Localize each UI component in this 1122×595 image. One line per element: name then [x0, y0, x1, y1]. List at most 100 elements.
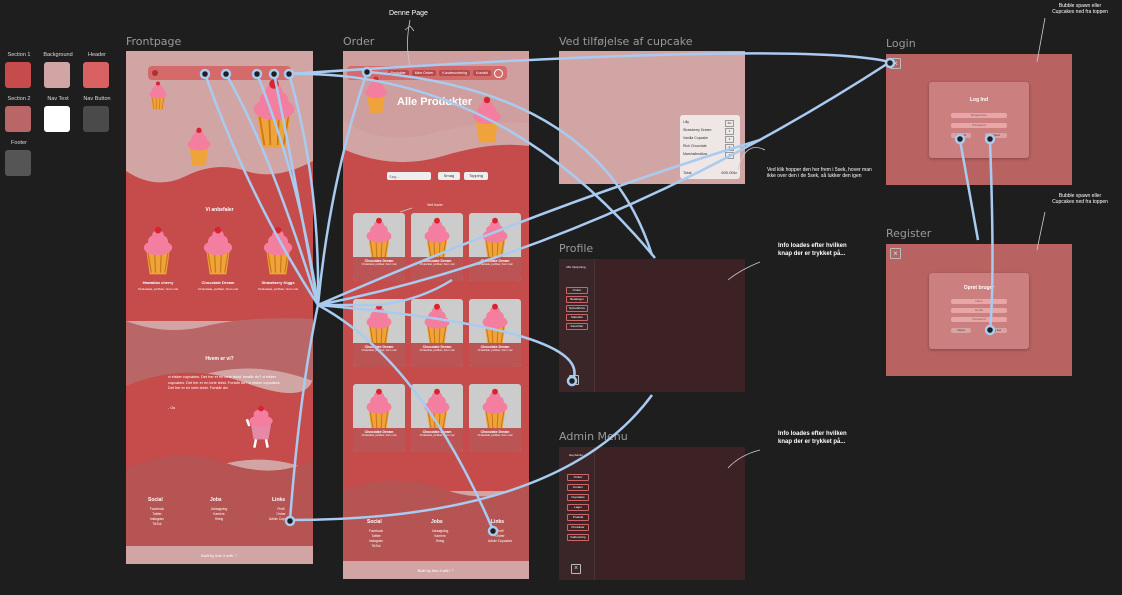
- denne-page-label: Denne Page: [389, 10, 428, 17]
- footer-link[interactable]: Twitter: [152, 512, 162, 516]
- cart-item-qty[interactable]: 4/x: [725, 119, 734, 127]
- smag-filter[interactable]: Smag: [438, 172, 460, 180]
- order-heading: Alle Produkter: [397, 96, 473, 108]
- product-desc: Chokolade, jordbær, honn mel: [419, 349, 455, 352]
- footer-link[interactable]: Hiring: [435, 539, 445, 543]
- topping-filter[interactable]: Topping: [464, 172, 488, 180]
- cupcake-icon: [140, 226, 176, 281]
- admin-menu-item[interactable]: Ordrer: [567, 474, 589, 481]
- footer-link[interactable]: Karriere: [213, 512, 225, 516]
- recommend-desc: Chokolade, jordbær, honn mel: [137, 287, 179, 291]
- search-input[interactable]: [387, 172, 431, 180]
- cupcake-icon: [260, 226, 296, 281]
- footer-link[interactable]: TikTok: [152, 522, 162, 526]
- goto-login-button[interactable]: Log ind: [985, 328, 1007, 333]
- footer-link[interactable]: Twitter: [371, 534, 381, 538]
- footer-heading: Links: [272, 497, 286, 503]
- password-field[interactable]: Password: [951, 123, 1007, 128]
- admin-menu-item[interactable]: Produkt: [567, 514, 589, 521]
- admin-menu-item[interactable]: Fakturering: [567, 534, 589, 541]
- name-field[interactable]: Navn: [951, 299, 1007, 304]
- footer-link[interactable]: Jobsøgning: [210, 507, 228, 511]
- swatch-label: Background: [43, 52, 73, 58]
- color-swatch: [5, 62, 31, 88]
- color-swatch: [44, 106, 70, 132]
- color-swatch: [83, 62, 109, 88]
- nav-kundevurdering[interactable]: Kundevurdering: [439, 70, 471, 76]
- admin-menu-item[interactable]: Kunder: [567, 484, 589, 491]
- admin-menu-item[interactable]: Produkter: [567, 524, 589, 531]
- cupcake-icon: [200, 226, 236, 281]
- footer-link[interactable]: Profil: [496, 529, 504, 533]
- login-anim-note: Bubble spawn eller Cupcakes ned fra topp…: [1052, 3, 1108, 15]
- footer-link[interactable]: Admin Cupcakes: [487, 539, 513, 543]
- profile-icon[interactable]: [494, 68, 503, 78]
- swatch-label: Section 2: [7, 96, 31, 102]
- cart-item-name: Vanilla Cupcake: [683, 136, 709, 140]
- profile-menu-item[interactable]: Favoritter: [566, 323, 588, 330]
- footer-link[interactable]: Karriere: [434, 534, 446, 538]
- footer-link[interactable]: Ordrer: [276, 512, 286, 516]
- logo-icon: [152, 70, 158, 76]
- close-icon[interactable]: ×: [890, 58, 901, 69]
- profile-menu-item[interactable]: Nyhedsbrev: [566, 305, 588, 312]
- footer-link[interactable]: Facebook: [369, 529, 383, 533]
- cart-item-qty[interactable]: 1: [725, 127, 734, 135]
- cart-total-value: 600.00kr: [721, 170, 737, 175]
- cart-item-qty[interactable]: 3: [725, 151, 734, 159]
- footer-link[interactable]: Instagram: [368, 539, 384, 543]
- close-icon[interactable]: ×: [571, 564, 581, 574]
- profile-sidebar-title: Min Oplysning: [566, 265, 586, 269]
- footer-link[interactable]: Facebook: [150, 507, 164, 511]
- signup-button[interactable]: Opret: [985, 133, 1007, 138]
- swatch-label: Nav Button: [83, 96, 111, 102]
- footer-link[interactable]: Jobsøgning: [431, 529, 449, 533]
- close-icon[interactable]: ×: [569, 375, 579, 385]
- cart-note: Ved klik hopper den her frem i 5sek, hov…: [767, 167, 872, 179]
- cart-item-qty[interactable]: 1: [725, 135, 734, 143]
- profile-menu-item[interactable]: Betalinger: [566, 296, 588, 303]
- admin-menu-item[interactable]: Lager: [567, 504, 589, 511]
- login-button[interactable]: Log ind: [951, 133, 971, 138]
- order-frame: Produkter Mine Ordrer Kundevurdering Kon…: [343, 51, 529, 579]
- nav-kontakt[interactable]: Kontakt: [473, 70, 491, 76]
- cupcake-icon: [148, 81, 168, 116]
- admin-menu-item[interactable]: Cupcakes: [567, 494, 589, 501]
- cart-total-label: Total: [683, 170, 692, 175]
- footer-link[interactable]: Ordrer: [495, 534, 505, 538]
- recommend-title: Vi anbefaler: [205, 207, 234, 213]
- cart-item-qty[interactable]: 2: [725, 143, 734, 151]
- footer-link[interactable]: Profil: [277, 507, 285, 511]
- footer-link[interactable]: TikTok: [371, 544, 381, 548]
- password-field[interactable]: Password: [951, 317, 1007, 322]
- footer-link[interactable]: Instagram: [149, 517, 165, 521]
- profile-menu-item[interactable]: Ordrer: [566, 287, 588, 294]
- close-icon[interactable]: ×: [890, 248, 901, 259]
- profile-menu-item[interactable]: Kalender: [566, 314, 588, 321]
- footer-link[interactable]: Admin Cupcakes: [268, 517, 294, 521]
- username-field[interactable]: Brugernavn: [951, 113, 1007, 118]
- create-button[interactable]: Opret: [951, 328, 971, 333]
- email-field[interactable]: Email: [951, 308, 1007, 313]
- footer-heading: Social: [367, 519, 382, 525]
- product-desc: Chokolade, jordbær, honn mel: [477, 349, 513, 352]
- footer-link[interactable]: Hiring: [214, 517, 224, 521]
- nav-mine-ordrer[interactable]: Mine Ordrer: [411, 70, 437, 76]
- product-desc: Chokolade, jordbær, honn mel: [477, 263, 513, 266]
